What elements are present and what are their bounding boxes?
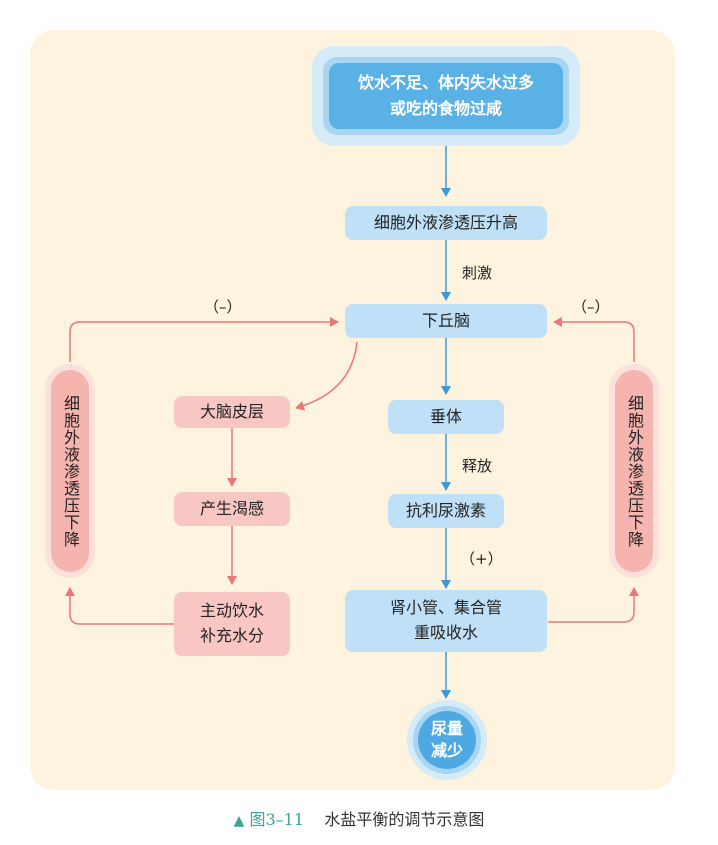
hypothalamus-box: 下丘脑 [345,304,547,338]
release-label: 释放 [462,457,493,475]
figure-caption: ▲ 图3–11 水盐平衡的调节示意图 [0,806,718,830]
antidiuretic-hormone-label: 抗利尿激素 [405,500,486,520]
drink-water-box: 主动饮水 补充水分 [174,592,290,656]
positive-effect-label: （+） [460,550,503,568]
pituitary-box: 垂体 [388,400,504,434]
arrow-kidney-to-right-side [548,587,639,623]
negative-feedback-right-label: （–） [572,298,610,316]
thirst-box: 产生渴感 [174,492,290,526]
urine-reduced-line-2: 减少 [430,741,463,760]
arrow-hypothalamus-to-cortex [295,341,358,411]
start-line-2: 或吃的食物过咸 [389,99,502,118]
thirst-label: 产生渴感 [199,498,264,518]
urine-reduced-circle: 尿量 减少 [407,700,487,780]
diagram-panel [30,30,675,790]
osmotic-pressure-rise-label: 细胞外液渗透压升高 [373,212,518,232]
osmotic-pressure-rise-box: 细胞外液渗透压升高 [345,206,547,240]
drink-water-line-2: 补充水分 [199,626,264,645]
pituitary-label: 垂体 [429,406,462,426]
start-condition-box: 饮水不足、体内失水过多 或吃的食物过咸 [312,46,580,146]
arrow-right-side-to-hypothalamus [553,317,635,362]
left-osmotic-drop-label: 细胞外液渗透压下降 [61,394,80,548]
kidney-tubule-line-1: 肾小管、集合管 [389,598,502,618]
kidney-tubule-line-2: 重吸收水 [413,623,478,642]
arrow-drink-to-left-side [65,587,174,625]
kidney-tubule-box: 肾小管、集合管 重吸收水 [345,590,547,652]
cerebral-cortex-box: 大脑皮层 [174,396,290,428]
arrow-left-side-to-hypothalamus [69,317,339,362]
hypothalamus-label: 下丘脑 [421,310,470,330]
urine-reduced-line-1: 尿量 [430,718,463,738]
right-osmotic-drop-label: 细胞外液渗透压下降 [625,394,644,548]
right-osmotic-drop-box: 细胞外液渗透压下降 [609,364,659,578]
antidiuretic-hormone-box: 抗利尿激素 [388,494,504,528]
left-osmotic-drop-box: 细胞外液渗透压下降 [45,364,95,578]
figure-number: 图3–11 [249,810,305,829]
drink-water-line-1: 主动饮水 [199,601,264,621]
negative-feedback-left-label: （–） [204,298,242,316]
figure-title: 水盐平衡的调节示意图 [324,810,485,829]
caption-marker-icon: ▲ [233,813,245,829]
cerebral-cortex-label: 大脑皮层 [199,401,264,421]
start-line-1: 饮水不足、体内失水过多 [357,73,534,93]
stimulate-label: 刺激 [462,264,493,282]
